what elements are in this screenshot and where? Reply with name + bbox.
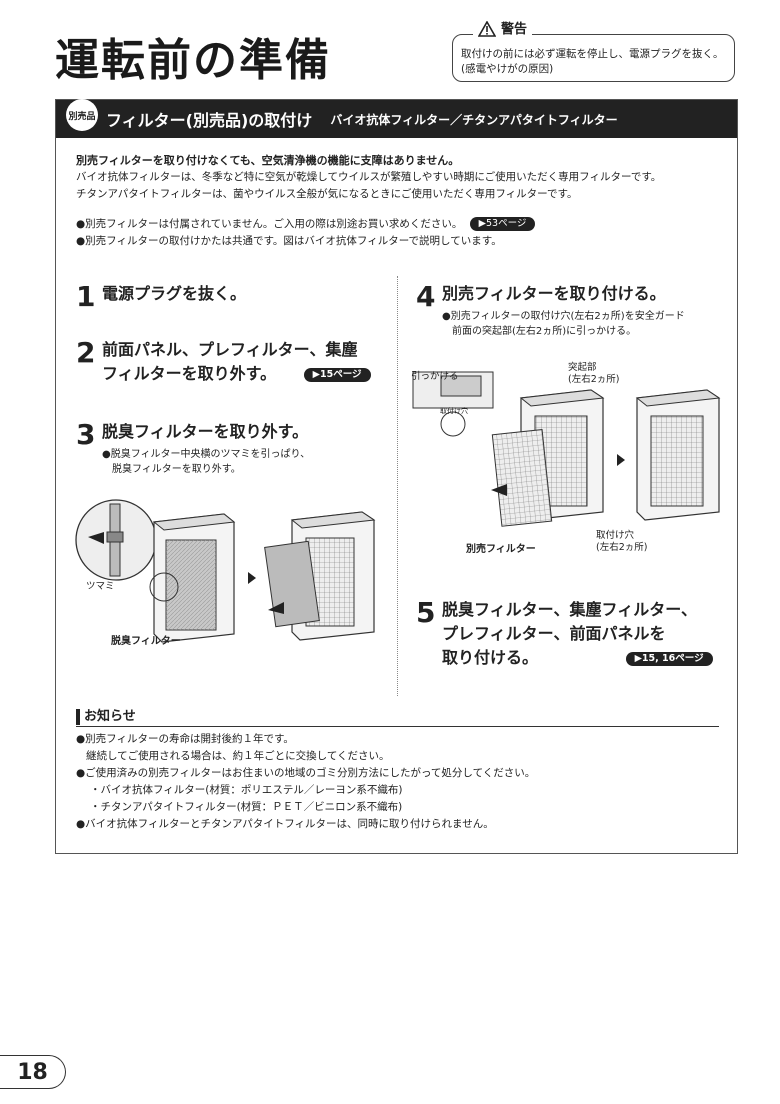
- label-protrusion-1: 突起部: [568, 362, 597, 373]
- step-5-line-3: 取り付ける。: [442, 648, 539, 667]
- step-3-text-block: 脱臭フィルターを取り外す。 ●脱臭フィルター中央横のツマミを引っぱり、 脱臭フィ…: [102, 420, 310, 477]
- step-3-sub: ●脱臭フィルター中央横のツマミを引っぱり、 脱臭フィルターを取り外す。: [102, 447, 310, 477]
- label-knob: ツマミ: [86, 581, 115, 592]
- step-1: 1 電源プラグを抜く。: [76, 282, 246, 312]
- info-2: ●ご使用済みの別売フィルターはお住まいの地域のゴミ分別方法にしたがって処分してく…: [76, 767, 536, 779]
- label-hole-1: 取付け穴: [596, 530, 635, 541]
- warning-triangle-icon: [478, 21, 496, 37]
- info-3: ●バイオ抗体フィルターとチタンアパタイトフィルターは、同時に取り付けられません。: [76, 818, 494, 830]
- step-5-line-1: 脱臭フィルター、集塵フィルター、: [442, 600, 698, 619]
- info-heading: お知らせ: [76, 708, 719, 727]
- page-ref-53[interactable]: ▶53ページ: [469, 217, 536, 231]
- note-1-text: ●別売フィルターは付属されていません。ご入用の際は別途お買い求めください。: [76, 218, 463, 230]
- arrow-right-icon-2: [617, 454, 625, 466]
- label-protrusion-2: (左右2ヵ所): [568, 374, 620, 385]
- info-2a: ・バイオ抗体フィルター(材質：ポリエステル／レーヨン系不織布): [90, 784, 403, 796]
- intro-line-2: チタンアパタイトフィルターは、菌やウイルス全般が気になるときにご使用いただく専用…: [76, 188, 578, 200]
- label-optional-filter: 別売フィルター: [466, 544, 536, 555]
- label-hole-2: (左右2ヵ所): [596, 542, 648, 553]
- warning-text-1: 取付けの前には必ず運転を停止し、電源プラグを抜く。: [461, 48, 724, 60]
- purifier-unit-2: [264, 511, 376, 641]
- info-2b: ・チタンアパタイトフィルター(材質：ＰＥＴ／ビニロン系不織布): [90, 801, 403, 813]
- arrow-insert-icon: [491, 484, 507, 496]
- purifier-unit-1: [149, 513, 236, 643]
- column-divider: [397, 276, 398, 696]
- note-2: ●別売フィルターの取付けかたは共通です。図はバイオ抗体フィルターで説明しています…: [76, 235, 502, 247]
- step-3-sub-1: ●脱臭フィルター中央横のツマミを引っぱり、: [102, 449, 311, 460]
- step-2-line-2-row: フィルターを取り外す。 ▶15ページ: [102, 362, 371, 386]
- step-4-number: 4: [416, 280, 436, 313]
- step-4-text: 別売フィルターを取り付ける。: [442, 284, 666, 303]
- step-3-sub-2: 脱臭フィルターを取り外す。: [112, 464, 241, 475]
- step-3: 3 脱臭フィルターを取り外す。 ●脱臭フィルター中央横のツマミを引っぱり、 脱臭…: [76, 420, 310, 477]
- notes: ●別売フィルターは付属されていません。ご入用の際は別途お買い求めください。 ▶5…: [76, 216, 536, 250]
- intro-text: 別売フィルターを取り付けなくても、空気清浄機の機能に支障はありません。 バイオ抗…: [76, 152, 661, 203]
- zoom-knob: [106, 531, 124, 543]
- step-4-sub: ●別売フィルターの取付け穴(左右2ヵ所)を安全ガード 前面の突起部(左右2ヵ所)…: [442, 309, 685, 339]
- purifier-unit-3: [491, 389, 605, 527]
- note-1: ●別売フィルターは付属されていません。ご入用の際は別途お買い求めください。 ▶5…: [76, 216, 536, 233]
- page-ref-15-16[interactable]: ▶15, 16ページ: [625, 651, 713, 666]
- section-banner: 別売品 フィルター(別売品)の取付け バイオ抗体フィルター／チタンアパタイトフィ…: [56, 99, 737, 138]
- intro-lead: 別売フィルターを取り付けなくても、空気清浄機の機能に支障はありません。: [76, 154, 460, 167]
- arrow-left-icon: [88, 532, 104, 544]
- step-2-line-2: フィルターを取り外す。: [102, 364, 277, 383]
- step-2-line-1: 前面パネル、プレフィルター、集塵: [102, 340, 358, 359]
- step-2-number: 2: [76, 336, 96, 369]
- step-4-sub-2: 前面の突起部(左右2ヵ所)に引っかける。: [452, 326, 637, 337]
- info-1b: 継続してご使用される場合は、約１年ごとに交換してください。: [86, 750, 390, 762]
- step-1-number: 1: [76, 280, 96, 313]
- step-3-text: 脱臭フィルターを取り外す。: [102, 422, 309, 441]
- label-hook: 引っかける: [411, 371, 459, 382]
- step-1-text: 電源プラグを抜く。: [102, 284, 247, 303]
- step-5-text: 脱臭フィルター、集塵フィルター、 プレフィルター、前面パネルを 取り付ける。 ▶…: [442, 598, 713, 670]
- warning-label: 警告: [501, 21, 528, 37]
- step-4-sub-1: ●別売フィルターの取付け穴(左右2ヵ所)を安全ガード: [442, 311, 685, 322]
- label-deodorizing-filter: 脱臭フィルター: [111, 636, 181, 647]
- step-5-number: 5: [416, 596, 436, 629]
- info-1: ●別売フィルターの寿命は開封後約１年です。: [76, 733, 294, 745]
- warning-text-2: (感電やけがの原因): [461, 63, 554, 75]
- step-4-text-block: 別売フィルターを取り付ける。 ●別売フィルターの取付け穴(左右2ヵ所)を安全ガー…: [442, 282, 685, 339]
- label-hole-small: 取付け穴: [440, 407, 468, 415]
- step-5-line-3-row: 取り付ける。 ▶15, 16ページ: [442, 646, 713, 670]
- label-protrusion: 突起部 (左右2ヵ所): [568, 362, 619, 386]
- section-subtitle: バイオ抗体フィルター／チタンアパタイトフィルター: [330, 112, 618, 127]
- step-4-illustration: [412, 371, 721, 527]
- main-section: 別売品 フィルター(別売品)の取付け バイオ抗体フィルター／チタンアパタイトフィ…: [55, 99, 738, 854]
- warning-header: 警告: [473, 21, 533, 37]
- step-5-line-2: プレフィルター、前面パネルを: [442, 624, 666, 643]
- step-5: 5 脱臭フィルター、集塵フィルター、 プレフィルター、前面パネルを 取り付ける。…: [416, 598, 713, 670]
- label-hole: 取付け穴 (左右2ヵ所): [596, 530, 647, 554]
- warning-box: 警告 取付けの前には必ず運転を停止し、電源プラグを抜く。 (感電やけがの原因): [452, 21, 735, 82]
- page-number: 18: [0, 1055, 66, 1089]
- step-4: 4 別売フィルターを取り付ける。 ●別売フィルターの取付け穴(左右2ヵ所)を安全…: [416, 282, 685, 339]
- step-2: 2 前面パネル、プレフィルター、集塵 フィルターを取り外す。 ▶15ページ: [76, 338, 371, 386]
- arrow-right-icon: [248, 572, 256, 584]
- page-title: 運転前の準備: [55, 35, 331, 86]
- purifier-unit-4: [635, 389, 721, 521]
- step-3-illustration: [75, 499, 376, 643]
- intro-line-1: バイオ抗体フィルターは、冬季など特に空気が乾燥してウイルスが繁殖しやすい時期にご…: [76, 171, 662, 183]
- info-list: ●別売フィルターの寿命は開封後約１年です。 継続してご使用される場合は、約１年ご…: [76, 731, 535, 833]
- page-ref-15[interactable]: ▶15ページ: [303, 367, 371, 382]
- optional-badge: 別売品: [66, 99, 98, 131]
- step-2-text: 前面パネル、プレフィルター、集塵 フィルターを取り外す。 ▶15ページ: [102, 338, 371, 386]
- arrow-pull-icon: [268, 602, 284, 614]
- section-title: フィルター(別売品)の取付け: [106, 111, 313, 130]
- step-3-number: 3: [76, 418, 96, 451]
